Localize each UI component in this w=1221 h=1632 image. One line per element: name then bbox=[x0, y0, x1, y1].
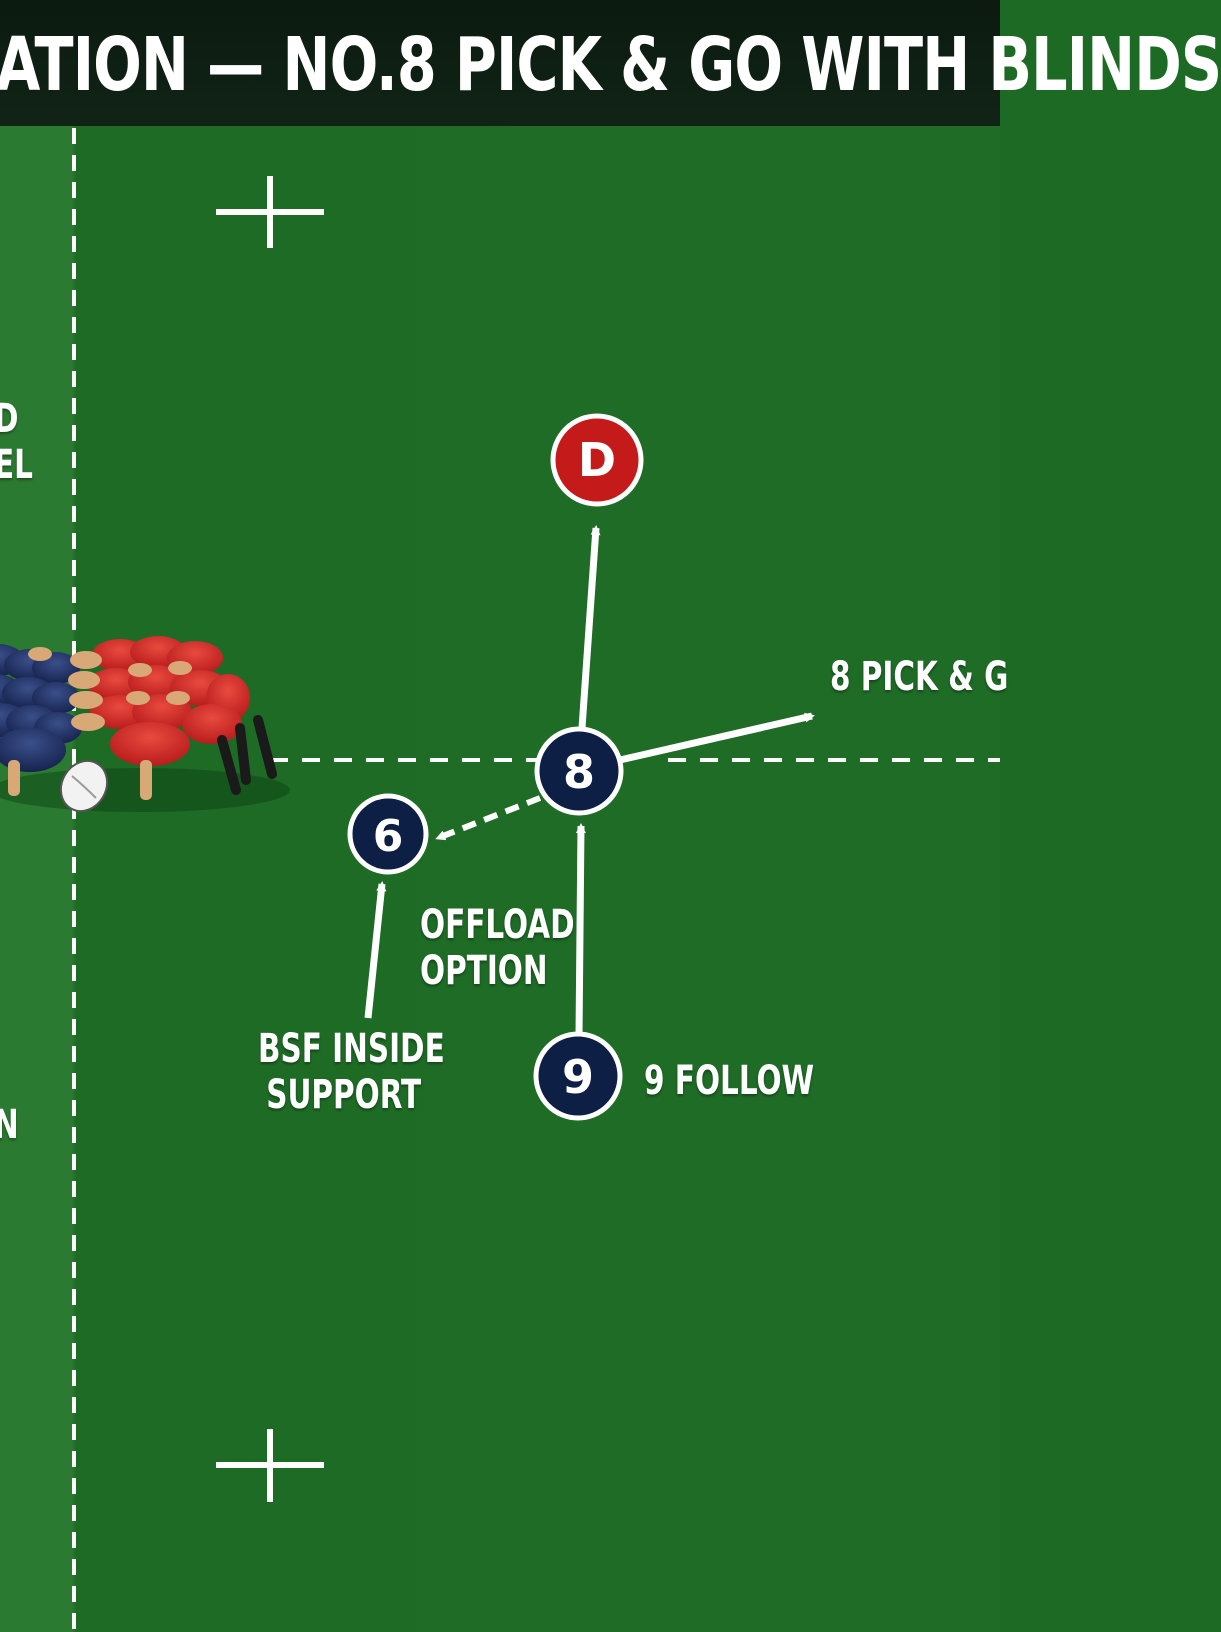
bsf-support-label: BSF INSIDE SUPPORT bbox=[258, 1026, 445, 1118]
offload-option-label: OFFLOAD OPTION bbox=[420, 902, 575, 994]
scrumhalf9-token-label: 9 bbox=[562, 1050, 594, 1104]
title-bar: ATION — NO.8 PICK & GO WITH BLINDS bbox=[0, 0, 1221, 126]
left-label-upper-line2: EL bbox=[0, 442, 33, 488]
number8-token: 8 bbox=[534, 726, 624, 816]
scrum-illustration bbox=[0, 636, 290, 813]
offload-line1: OFFLOAD bbox=[420, 902, 575, 948]
pick-and-go-text: 8 PICK & G bbox=[830, 654, 1009, 700]
number8-token-label: 8 bbox=[563, 745, 595, 799]
pick-and-go-label: 8 PICK & G bbox=[830, 654, 1008, 700]
arrow-8-pick-and-go bbox=[619, 712, 815, 764]
offload-line2: OPTION bbox=[420, 948, 548, 994]
pitch-markings: D 8 6 9 bbox=[0, 128, 1000, 1632]
nine-follow-text: 9 FOLLOW bbox=[644, 1058, 815, 1104]
nine-follow-label: 9 FOLLOW bbox=[644, 1058, 814, 1104]
page-title: ATION — NO.8 PICK & GO WITH BLINDS bbox=[0, 22, 1221, 108]
defender-token-label: D bbox=[578, 433, 616, 487]
left-label-lower: N bbox=[0, 1102, 19, 1148]
bsf-line1: BSF INSIDE bbox=[258, 1026, 445, 1072]
cross-marker-bottom bbox=[216, 1429, 324, 1502]
arrow-bsf-support bbox=[364, 881, 387, 1019]
flanker6-token-label: 6 bbox=[373, 811, 404, 862]
arrow-8-to-defender bbox=[578, 525, 601, 729]
arrow-offload-option bbox=[435, 795, 542, 841]
flanker6-token: 6 bbox=[347, 793, 429, 875]
cross-marker-top bbox=[216, 176, 324, 248]
left-label-upper-line1: D bbox=[0, 396, 33, 442]
defender-token: D bbox=[550, 413, 644, 507]
scrumhalf9-token: 9 bbox=[533, 1031, 623, 1121]
left-label-upper: D EL bbox=[0, 396, 33, 488]
arrow-9-follow bbox=[575, 823, 586, 1036]
left-label-lower-text: N bbox=[0, 1102, 19, 1148]
bsf-line2: SUPPORT bbox=[266, 1072, 422, 1118]
